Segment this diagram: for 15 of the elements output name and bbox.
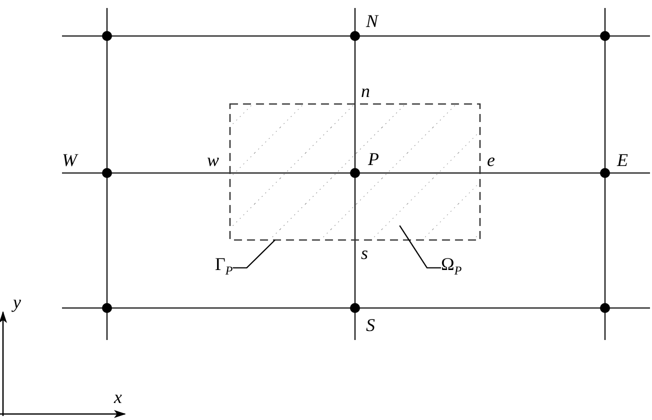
symbol-label: Ω$_{P}$ <box>441 255 462 277</box>
point-label: E <box>617 151 628 169</box>
point-label: s <box>361 244 368 262</box>
leader-line <box>232 240 276 268</box>
point-label: W <box>62 151 77 169</box>
axis-label: y <box>13 293 21 311</box>
axis-label: x <box>114 388 122 406</box>
point-label: e <box>487 151 495 169</box>
leader-line <box>399 225 441 268</box>
point-label: S <box>366 316 375 334</box>
point-label: n <box>361 82 370 100</box>
point-label: w <box>207 151 220 169</box>
point-label: N <box>366 12 378 30</box>
symbol-label: Γ$_{P}$ <box>215 255 233 277</box>
point-label: P <box>368 150 379 168</box>
